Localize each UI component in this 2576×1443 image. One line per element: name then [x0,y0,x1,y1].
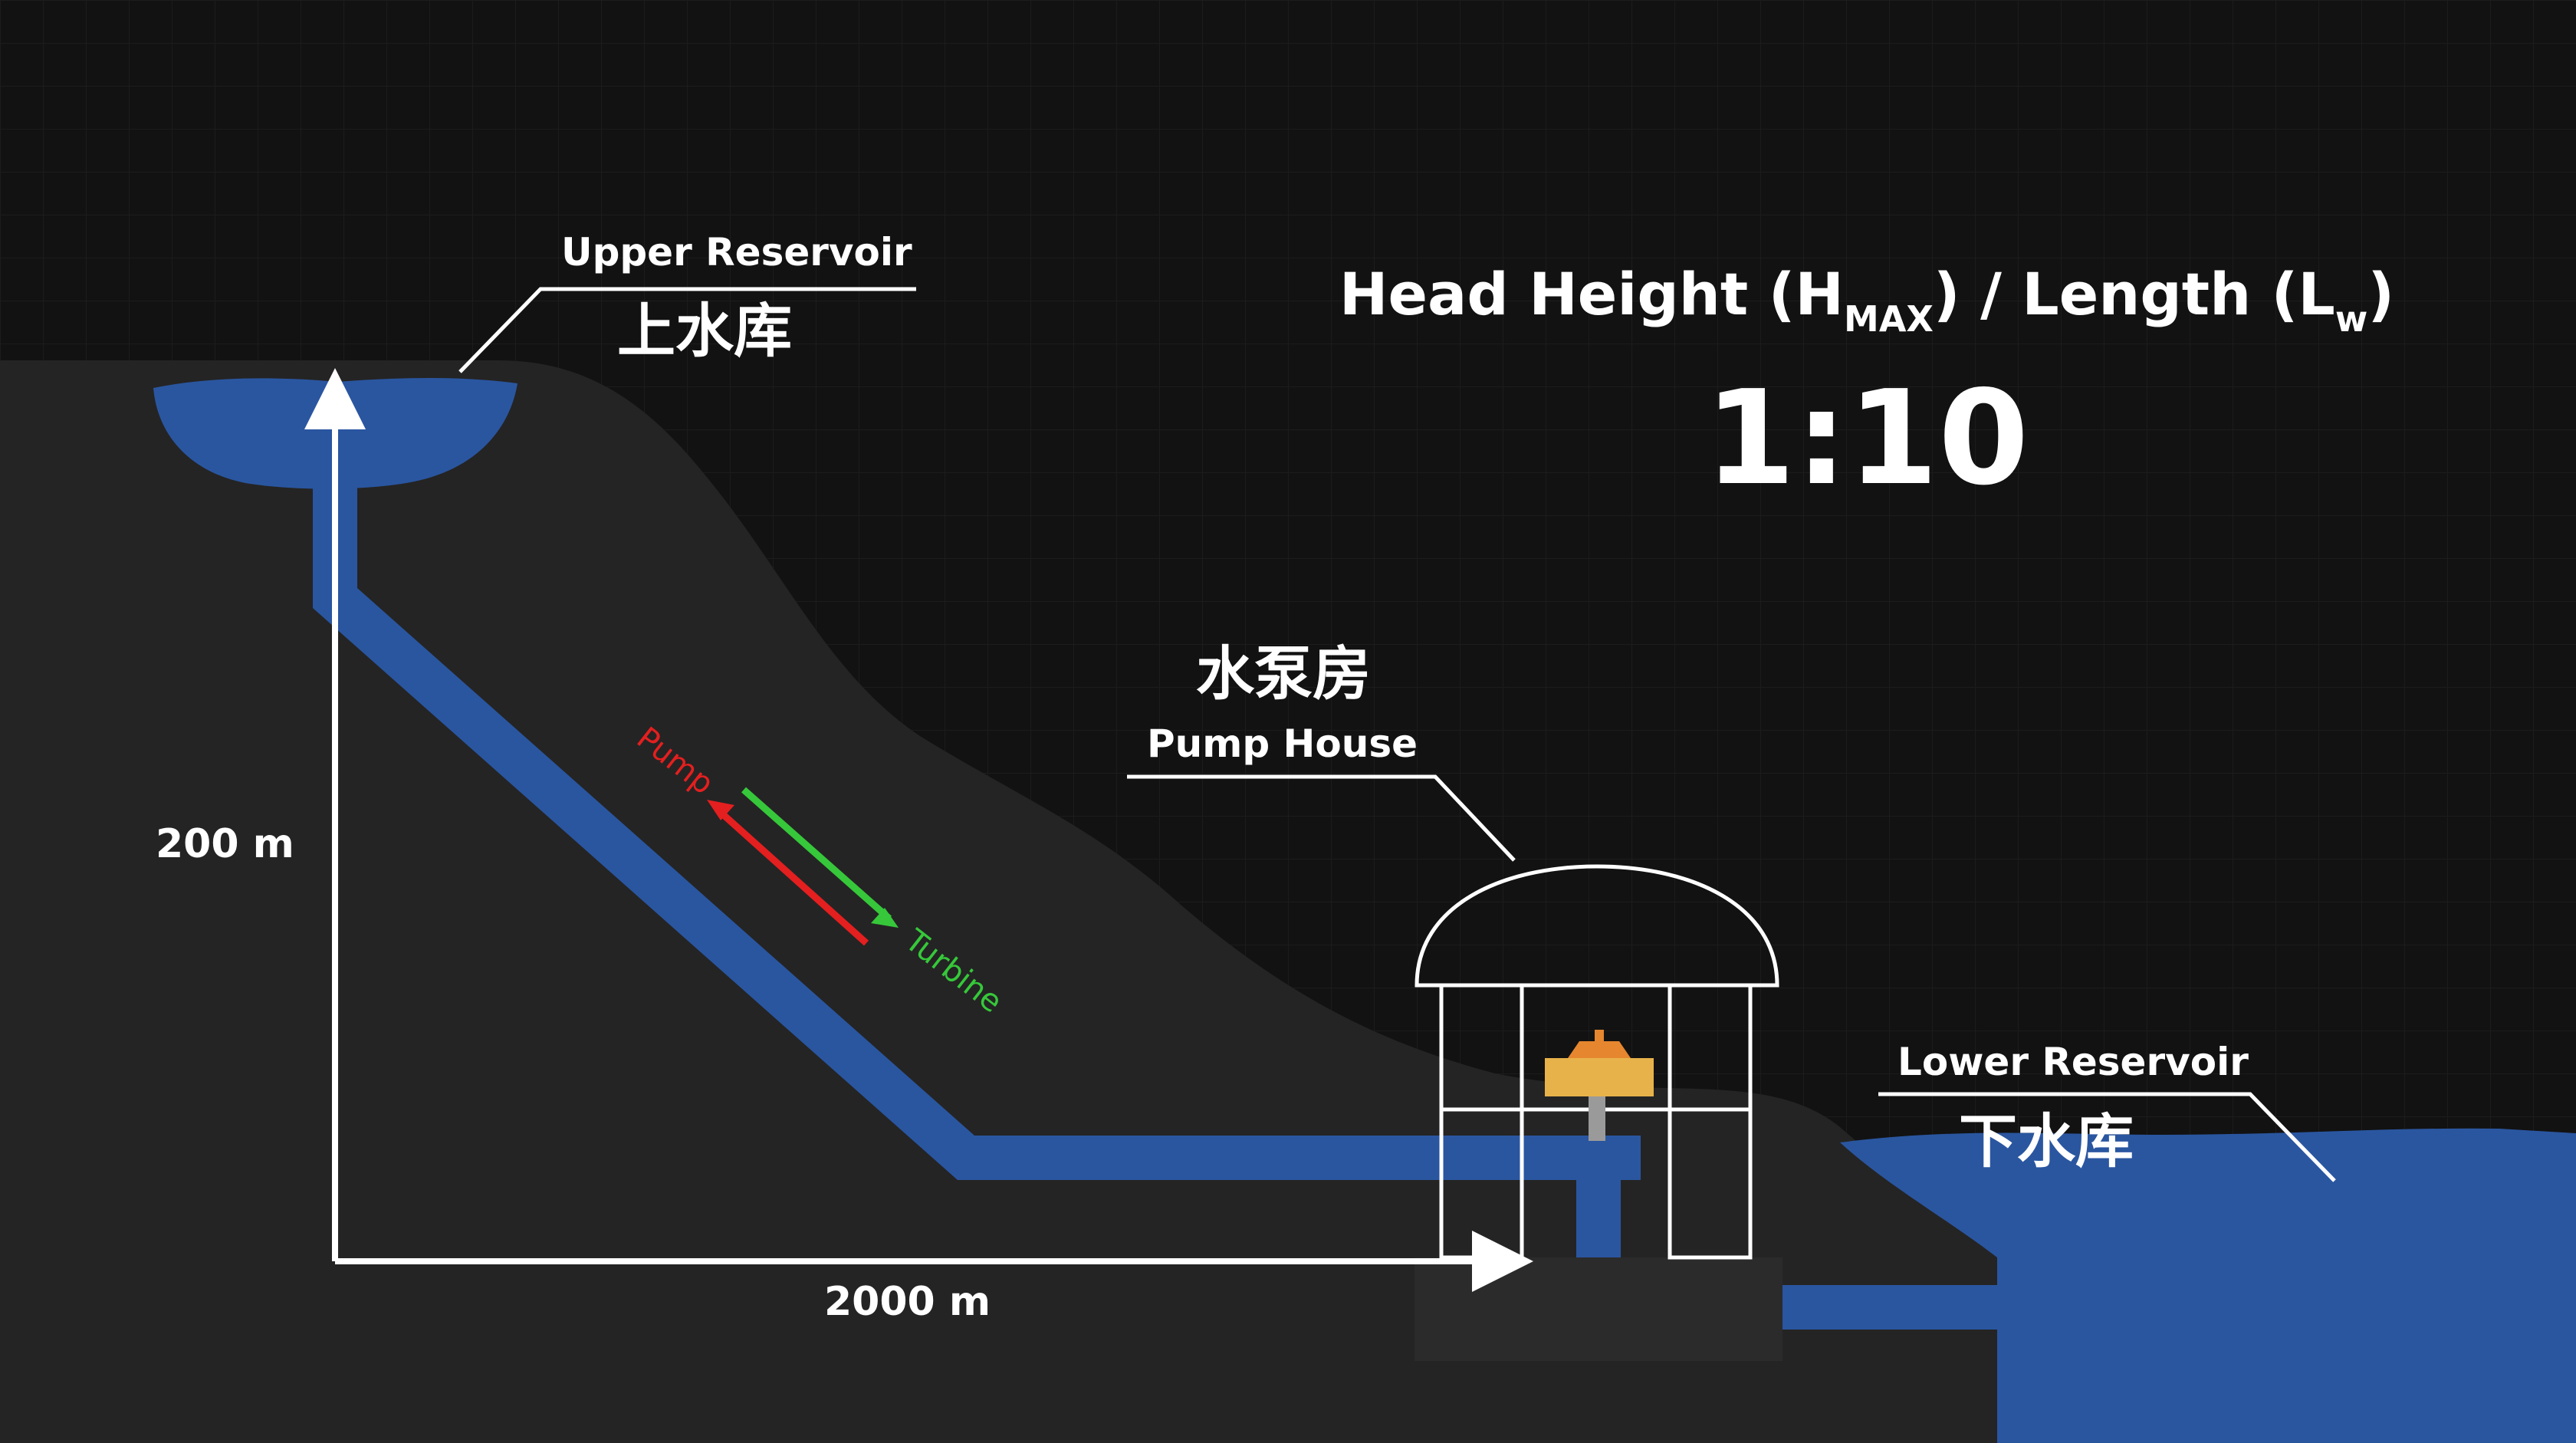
length-dimension-label: 2000 m [824,1279,991,1325]
generator-shaft [1589,1095,1605,1141]
turbine-direction-arrow [741,787,892,922]
lower-reservoir-label-cn: 下水库 [1959,1107,2134,1175]
formula-heading: Head Height (HMAX) / Length (Lw) [1339,260,2394,340]
generator-unit [1545,1058,1654,1096]
pump-house-label-cn: 水泵房 [1196,639,1371,708]
upper-reservoir-label-cn: 上水库 [617,297,792,365]
pump-house-dome [1414,864,1779,988]
upper-reservoir-label-en: Upper Reservoir [561,230,912,274]
height-dimension-label: 200 m [156,821,294,867]
pump-direction-arrow [714,806,869,946]
lower-reservoir-leader-line [1878,1092,2336,1182]
formula-l-subscript: w [2335,298,2368,340]
lower-reservoir-label-en: Lower Reservoir [1898,1040,2249,1084]
pump-house-foundation [1414,1257,1783,1361]
turbine-arrow-head [871,908,899,928]
formula-middle-text: ) / Length (L [1934,260,2335,328]
pump-arrow-head [707,800,734,820]
pump-house-leader-line [1127,774,1516,862]
formula-h-subscript: MAX [1844,298,1934,340]
formula-h-text: Head Height (H [1339,260,1844,328]
ratio-value: 1:10 [1705,363,2029,514]
formula-close-paren: ) [2367,260,2394,328]
upper-reservoir-leader-line [458,287,916,373]
generator-top [1568,1041,1631,1058]
lower-reservoir-water [1840,1128,2576,1443]
pump-house-label-en: Pump House [1147,722,1418,766]
generator-cap [1595,1030,1604,1042]
